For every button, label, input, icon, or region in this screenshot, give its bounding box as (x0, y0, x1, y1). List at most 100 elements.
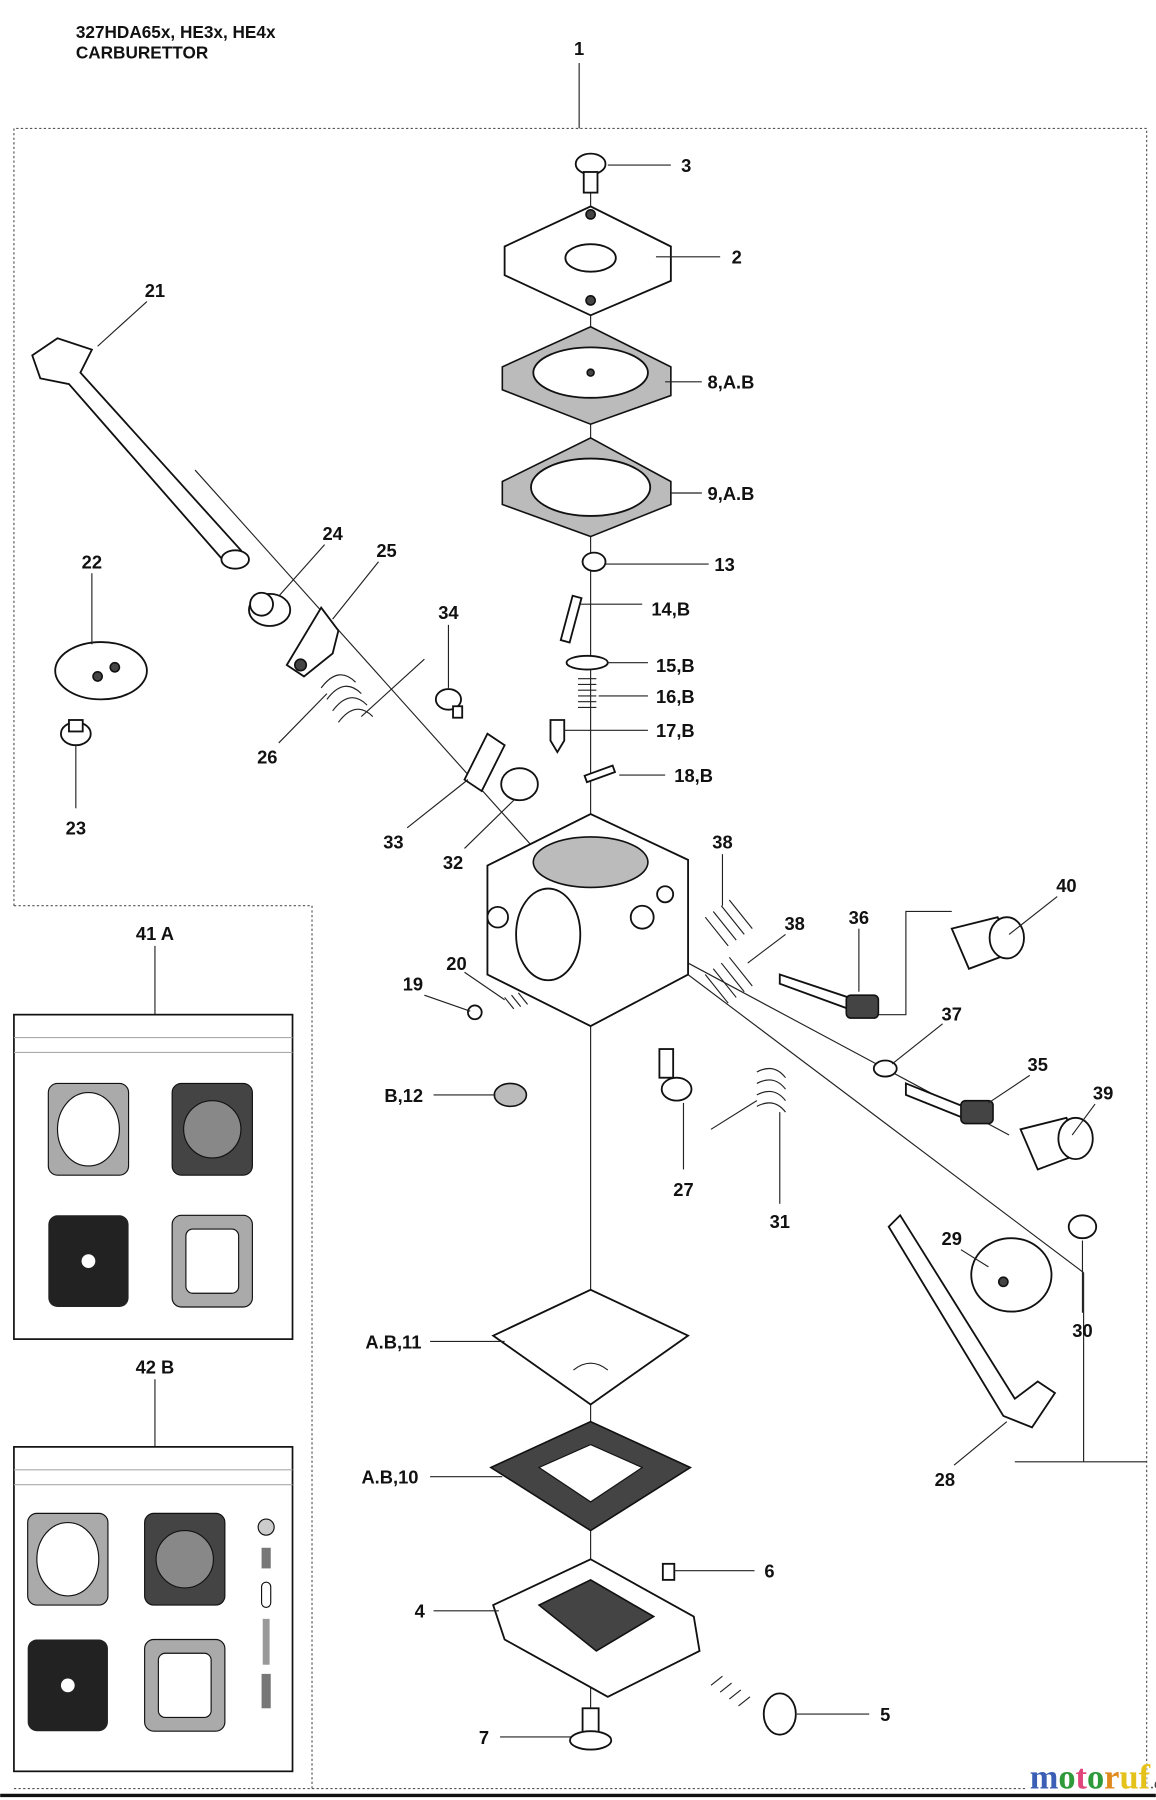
part-needle-36 (778, 973, 880, 1019)
part-cover-4 (492, 1558, 701, 1698)
part-lever-15 (565, 654, 609, 671)
callout-3-1: 3 (681, 155, 691, 176)
leader-line-32-19 (464, 799, 515, 849)
callout-26-16: 26 (257, 747, 277, 768)
callout-32-19: 32 (443, 852, 463, 873)
callout-16b-8: 16,B (656, 686, 695, 707)
callout-24-14: 24 (322, 523, 343, 544)
callout-27-30: 27 (673, 1179, 693, 1200)
leader-line-21-11 (97, 301, 148, 347)
part-spring-38-lower (704, 956, 753, 1004)
part-oring-37 (872, 1059, 898, 1078)
callout-37-24: 37 (942, 1003, 962, 1024)
part-diaphragm-8 (501, 325, 672, 426)
callout-14b-6: 14,B (651, 599, 690, 620)
leader-line-19-28 (424, 994, 471, 1012)
callout-4-38: 4 (415, 1601, 426, 1622)
part-bracket-33 (463, 732, 506, 793)
callout-34-17: 34 (438, 602, 459, 623)
leader-line-29-32 (960, 1249, 989, 1268)
kit-41a-label: 41 A (136, 923, 174, 944)
part-needle-17 (549, 719, 566, 754)
leader-line-35-25 (988, 1074, 1031, 1104)
part-bushing-32 (500, 767, 539, 802)
part-screw-3 (574, 152, 607, 194)
callout-22-12: 22 (82, 552, 102, 573)
diagram-title-models: 327HDA65x, HE3x, HE4x (76, 22, 276, 42)
leader-line-20-27 (464, 971, 505, 1001)
callout-7-40: 7 (479, 1727, 489, 1748)
callout-18b-10: 18,B (674, 765, 713, 786)
callout-23-13: 23 (66, 818, 86, 839)
motoruf-watermark-logo: motoruf.de (1026, 1759, 1156, 1797)
callout-8ab-3: 8,A.B (708, 372, 755, 393)
callout-20-27: 20 (446, 953, 466, 974)
part-bushing-24 (248, 591, 292, 627)
leader-lines (75, 63, 1096, 1738)
part-pin-6 (661, 1562, 676, 1581)
part-screw-27 (658, 1048, 693, 1102)
part-screw-5 (710, 1675, 797, 1736)
part-screw-23 (60, 719, 92, 747)
part-throttle-shaft-21 (31, 337, 250, 570)
callout-15b-7: 15,B (656, 655, 695, 676)
callout-9ab-4: 9,A.B (708, 483, 755, 504)
callout-17b-9: 17,B (656, 720, 695, 741)
leader-line-24-14 (278, 544, 326, 597)
callout-39-26: 39 (1093, 1082, 1113, 1103)
kit-42b: 42 B (13, 1357, 294, 1773)
callout-29-32: 29 (942, 1228, 962, 1249)
leader-line-25-15 (332, 561, 379, 620)
part-spring-26 (320, 658, 425, 723)
part-carburettor-body (486, 812, 689, 1028)
part-spring-38-upper (704, 899, 753, 947)
kit-42b-label: 42 B (136, 1357, 175, 1378)
diagram-title-part: CARBURETTOR (76, 42, 209, 62)
callout-labels: 1328,A.B9,A.B1314,B15,B16,B17,B18,B21222… (66, 38, 1114, 1748)
leader-line-28-34 (953, 1421, 1008, 1466)
part-choke-shaft-28 (887, 1213, 1057, 1429)
part-screw-34 (434, 688, 464, 719)
leader-line-37-24 (891, 1023, 943, 1065)
part-screen-12 (493, 1082, 528, 1108)
callout-5-39: 5 (880, 1704, 890, 1725)
callout-35-25: 35 (1028, 1054, 1048, 1075)
leader-line-33-18 (406, 779, 469, 829)
leader-line-26-16 (278, 693, 328, 744)
callout-21-11: 21 (145, 280, 165, 301)
callout-6-37: 6 (764, 1561, 774, 1582)
part-screen-13 (581, 551, 607, 572)
part-needle-35 (904, 1082, 994, 1125)
part-screw-7 (569, 1707, 613, 1751)
callout-28-34: 28 (935, 1469, 955, 1490)
callout-13-5: 13 (714, 554, 734, 575)
part-gasket-9 (501, 437, 672, 538)
callout-33-18: 33 (383, 831, 403, 852)
part-pin-18 (583, 764, 617, 784)
leader-line-39-26 (1071, 1103, 1096, 1136)
callout-36-22: 36 (849, 907, 869, 928)
callout-25-15: 25 (376, 540, 396, 561)
part-spring-20 (504, 992, 529, 1010)
callout-19-28: 19 (403, 974, 423, 995)
part-throttle-valve-22 (54, 641, 148, 701)
part-screw-30 (1067, 1214, 1098, 1240)
part-choke-valve-29 (970, 1237, 1053, 1313)
callout-1-0: 1 (574, 38, 584, 59)
svg-text:motoruf.de: motoruf.de (1030, 1759, 1156, 1797)
part-spring-31 (710, 1067, 786, 1130)
part-gasket-10 (489, 1420, 693, 1532)
callout-38-21: 38 (784, 913, 804, 934)
part-lever-25 (285, 606, 340, 678)
callout-31-31: 31 (770, 1211, 790, 1232)
part-gasket-11 (491, 1288, 690, 1406)
callout-2-2: 2 (732, 247, 742, 268)
part-pin-14 (559, 594, 583, 644)
leader-line-40-23 (1008, 896, 1058, 935)
part-cap-40 (950, 916, 1025, 970)
kit-41a: 41 A (13, 923, 294, 1340)
leader-line-38-21 (747, 933, 786, 964)
part-pump-cover-2 (503, 205, 672, 317)
callout-ab10-36: A.B,10 (361, 1467, 418, 1488)
